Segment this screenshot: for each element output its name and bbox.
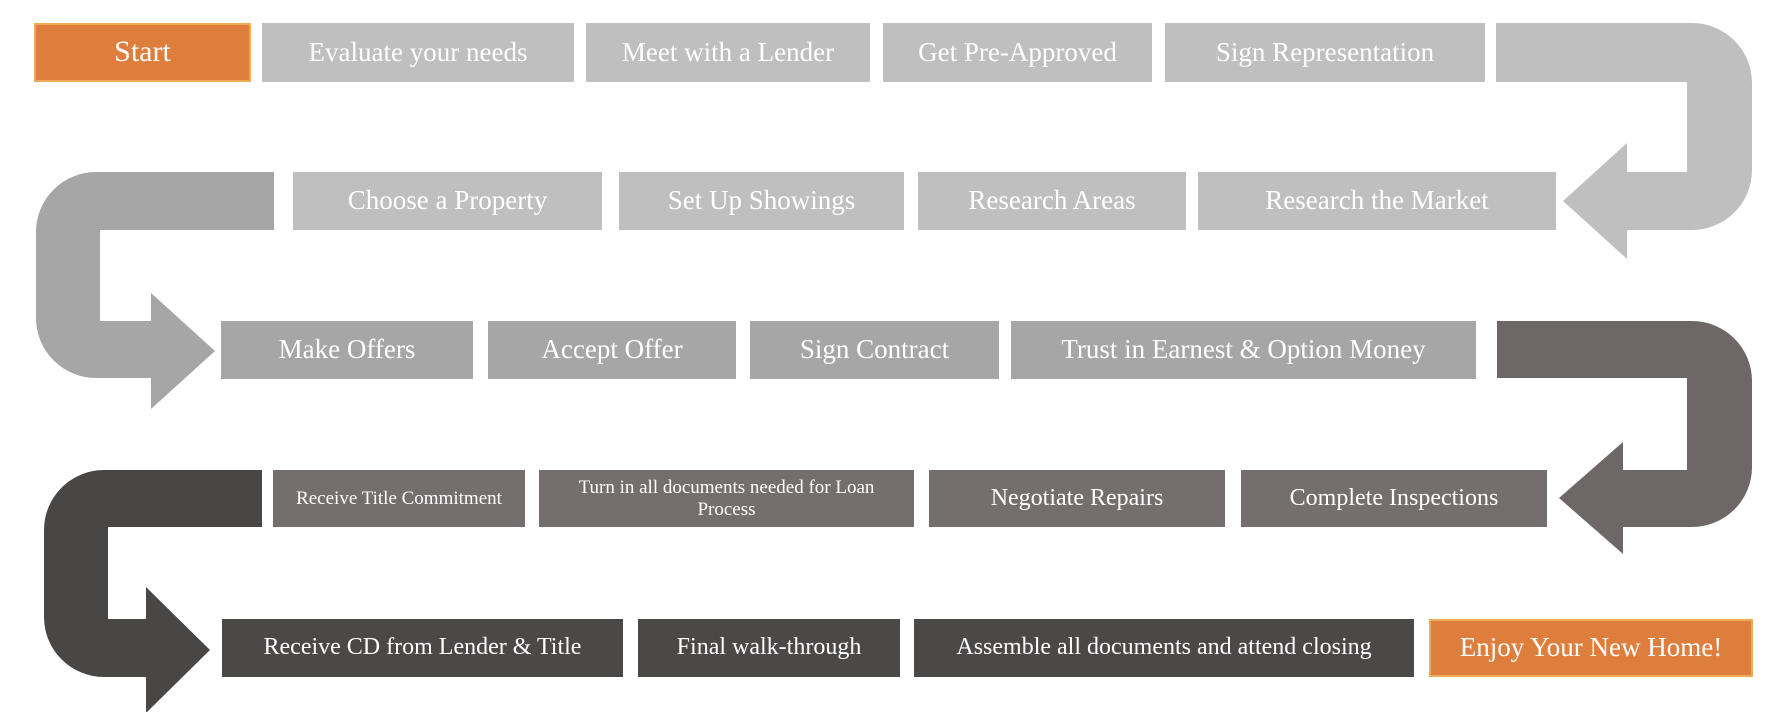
flow-step-negotiate-repairs: Negotiate Repairs bbox=[929, 470, 1225, 527]
flow-step-accept-offer: Accept Offer bbox=[488, 321, 736, 379]
flow-step-get-pre-approved: Get Pre-Approved bbox=[883, 23, 1152, 82]
flow-step-research-the-market: Research the Market bbox=[1198, 172, 1556, 230]
flow-step-choose-a-property: Choose a Property bbox=[293, 172, 602, 230]
flow-step-sign-representation: Sign Representation bbox=[1165, 23, 1485, 82]
flow-step-enjoy-your-new-home: Enjoy Your New Home! bbox=[1429, 619, 1753, 677]
connector-arrow-row3-row4 bbox=[1497, 321, 1752, 554]
flow-step-sign-contract: Sign Contract bbox=[750, 321, 999, 379]
connector-arrow-row2-row3 bbox=[36, 172, 274, 409]
flow-step-final-walk-through: Final walk-through bbox=[638, 619, 900, 677]
flow-step-meet-with-a-lender: Meet with a Lender bbox=[586, 23, 870, 82]
flow-step-evaluate-your-needs: Evaluate your needs bbox=[262, 23, 574, 82]
flow-step-turn-in-all-documents: Turn in all documents needed for Loan Pr… bbox=[539, 470, 914, 527]
flow-step-set-up-showings: Set Up Showings bbox=[619, 172, 904, 230]
flow-step-assemble-documents-attend-closing: Assemble all documents and attend closin… bbox=[914, 619, 1414, 677]
flow-step-receive-title-commitment: Receive Title Commitment bbox=[273, 470, 525, 527]
flow-step-receive-cd-from-lender-and-title: Receive CD from Lender & Title bbox=[222, 619, 623, 677]
flow-step-research-areas: Research Areas bbox=[918, 172, 1186, 230]
flow-step-start: Start bbox=[34, 23, 251, 82]
connector-arrow-row1-row2 bbox=[1496, 23, 1752, 259]
flow-step-make-offers: Make Offers bbox=[221, 321, 473, 379]
flow-step-complete-inspections: Complete Inspections bbox=[1241, 470, 1547, 527]
connector-arrow-row4-row5 bbox=[44, 470, 262, 712]
flow-step-trust-in-earnest-and-option-money: Trust in Earnest & Option Money bbox=[1011, 321, 1476, 379]
